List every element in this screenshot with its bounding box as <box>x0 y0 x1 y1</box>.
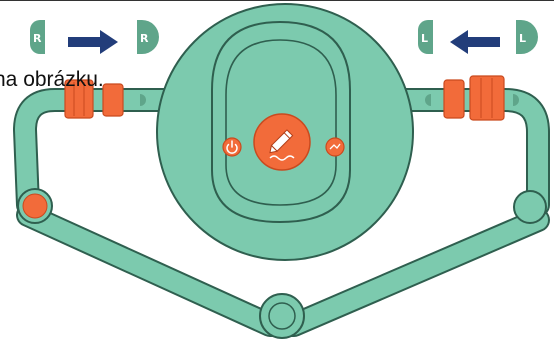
power-button[interactable] <box>222 137 242 157</box>
power-icon <box>226 143 238 154</box>
caption-text: na obrázku. <box>0 68 104 91</box>
right-arm-marker-2 <box>513 94 519 106</box>
mode-button[interactable] <box>325 137 345 157</box>
l-badge-right <box>516 20 538 54</box>
pen-icon <box>269 129 294 154</box>
r-badge-left <box>30 20 45 54</box>
pen-button[interactable] <box>253 113 311 171</box>
r-badge-left-label: R <box>33 32 42 45</box>
left-arm <box>13 79 192 217</box>
r-badge-right-label: R <box>140 32 149 45</box>
bottom-joint-inner <box>268 302 296 330</box>
right-clamp-2 <box>469 75 505 121</box>
right-clamp-1 <box>443 79 465 119</box>
arrow-left-icon <box>450 30 500 54</box>
r-badge-right <box>137 20 159 54</box>
display-inner <box>225 39 337 206</box>
right-joint <box>513 190 547 224</box>
right-arm <box>378 75 550 217</box>
left-clamp-1 <box>64 79 94 119</box>
left-hint: L L <box>418 20 538 54</box>
l-badge-left-label: L <box>421 32 428 45</box>
right-arm-marker-1 <box>425 94 431 106</box>
scribble-icon <box>269 155 295 161</box>
l-badge-left <box>418 20 433 54</box>
left-joint-cap <box>22 193 48 219</box>
arrow-right-icon <box>68 30 118 54</box>
left-clamp-2 <box>102 83 124 117</box>
right-hint: R R <box>30 20 159 54</box>
arrow-icon <box>329 143 341 150</box>
l-badge-right-label: L <box>519 32 526 45</box>
left-arm-marker <box>140 94 146 106</box>
